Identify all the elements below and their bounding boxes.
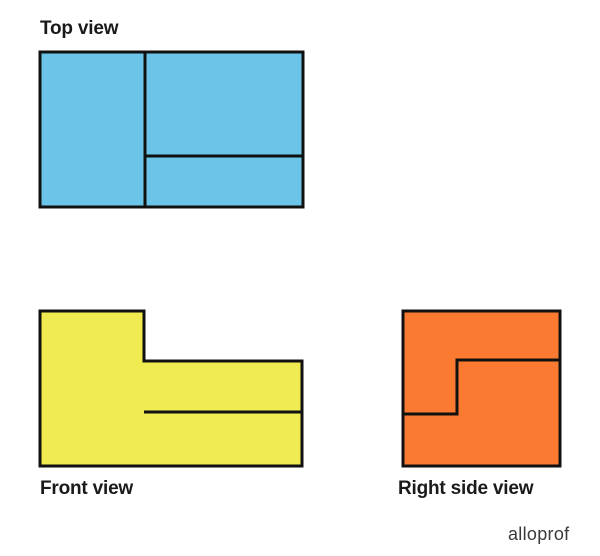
front-view-drawing	[38, 309, 304, 468]
right-side-view-drawing	[401, 309, 562, 468]
right-side-view-label: Right side view	[398, 478, 534, 499]
front-view-outline	[38, 309, 304, 468]
right-side-view-step-line	[403, 358, 560, 416]
front-view-label: Front view	[40, 478, 134, 499]
alloprof-watermark: alloprof	[508, 524, 570, 544]
right-side-view-outline	[401, 309, 562, 468]
top-view-drawing	[38, 50, 305, 209]
top-view-outline	[38, 50, 305, 209]
top-view-label: Top view	[40, 18, 119, 39]
